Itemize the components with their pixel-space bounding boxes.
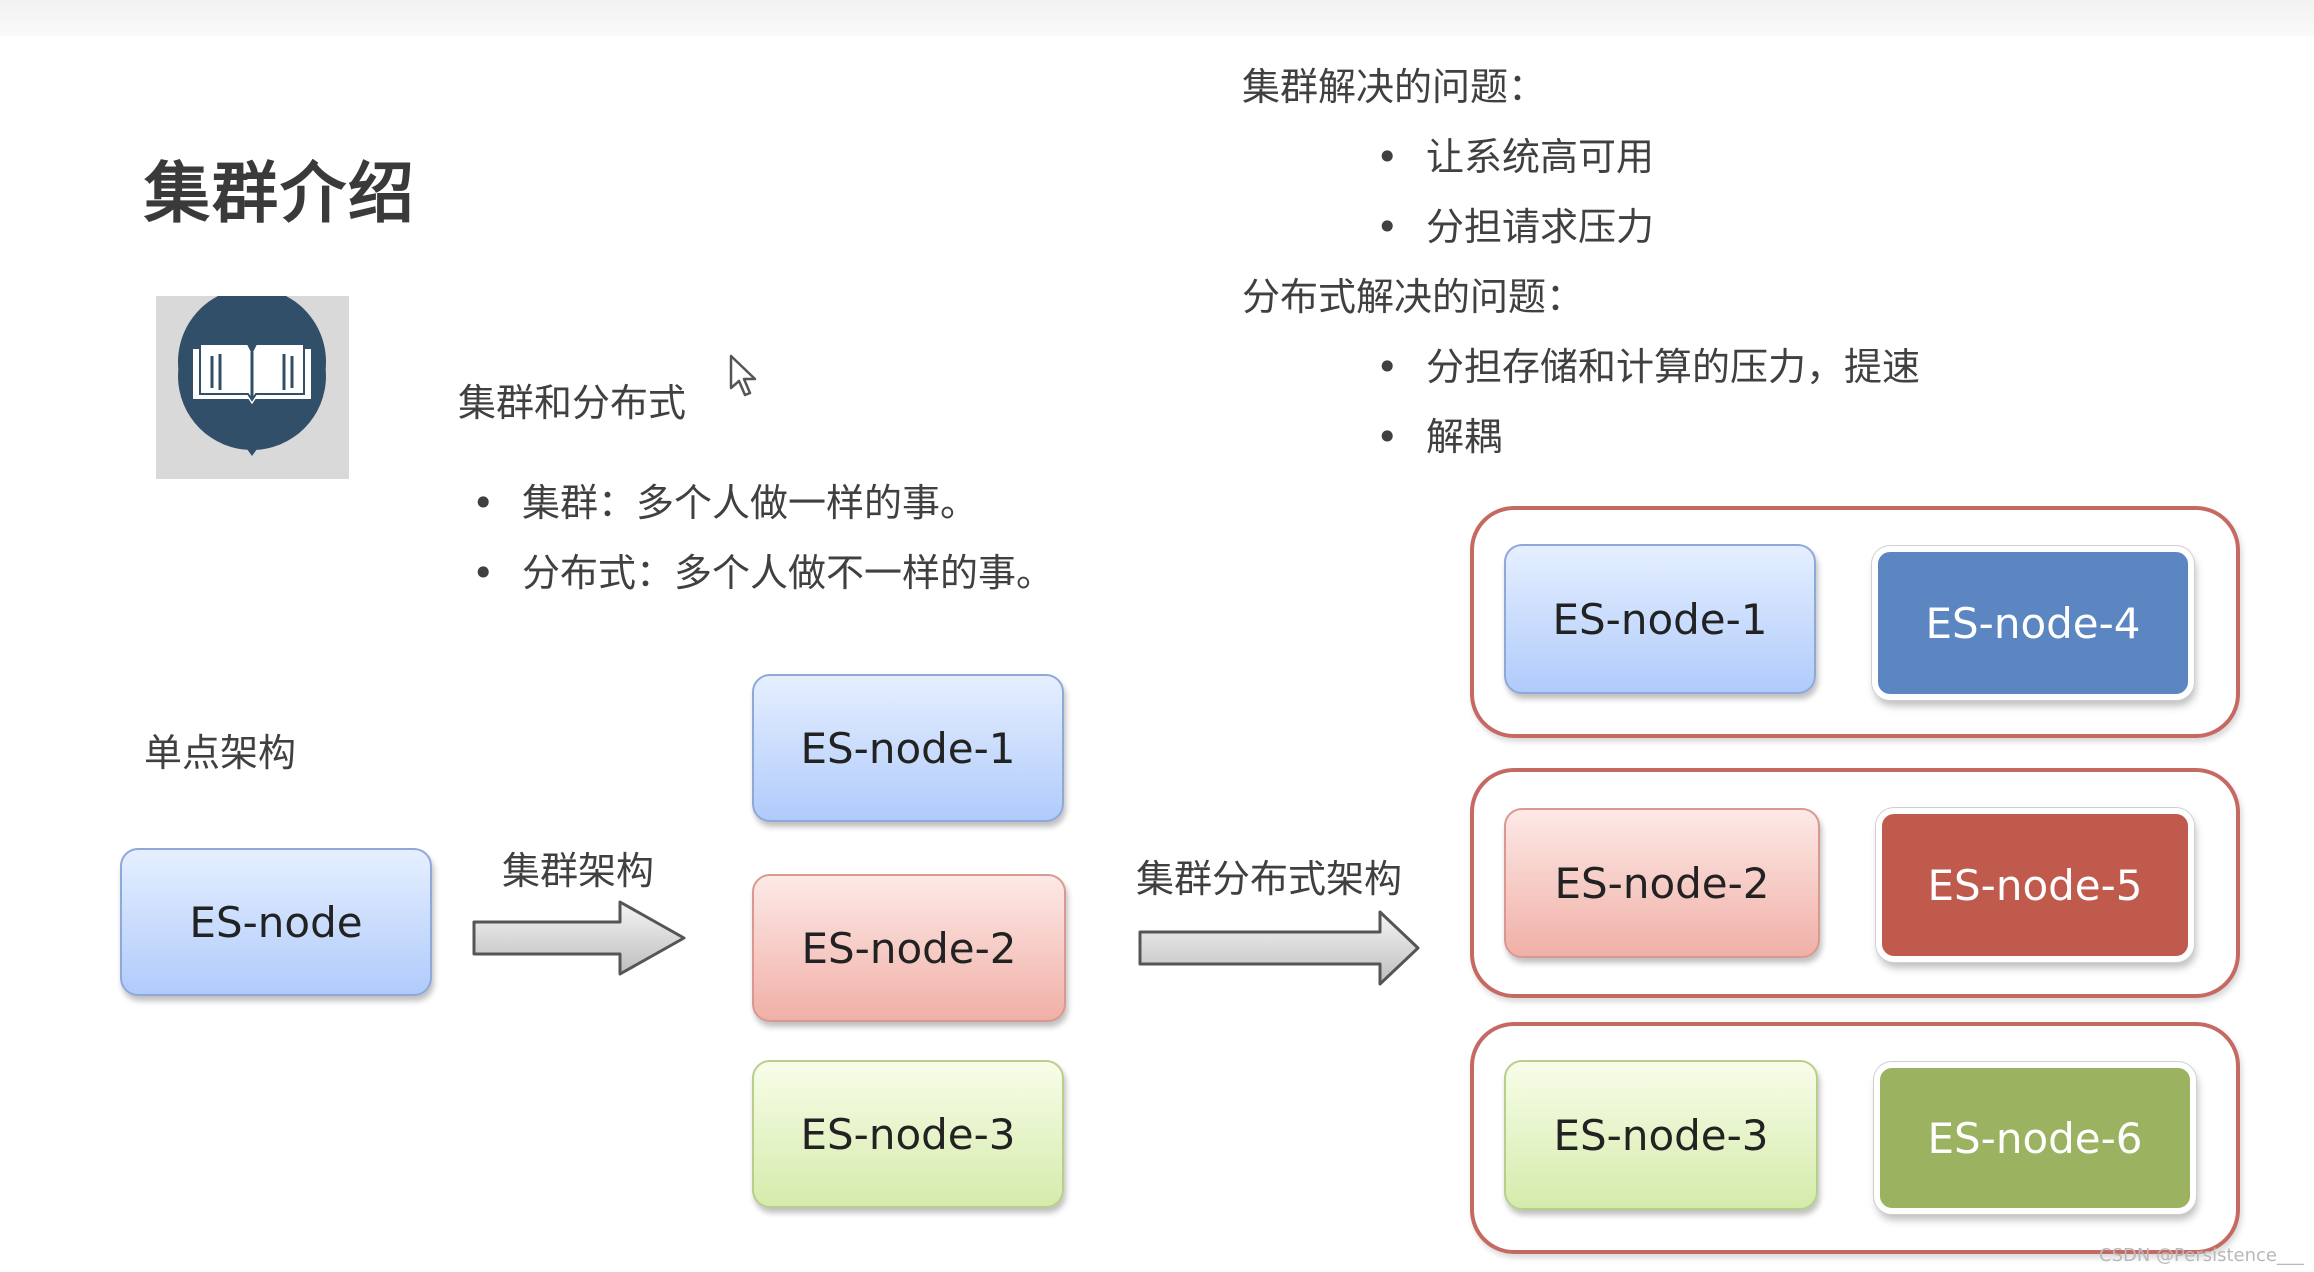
cluster-architecture-label: 集群架构 [502, 849, 655, 893]
distributed-problem-bullet: •解耦 [1376, 415, 1503, 459]
group-2-primary-node: ES-node-2 [1504, 808, 1820, 958]
single-node: ES-node [120, 848, 432, 996]
top-bar [0, 0, 2314, 36]
cluster-node-1: ES-node-1 [752, 674, 1064, 822]
mouse-cursor-icon [728, 354, 760, 404]
group-3-primary-node: ES-node-3 [1504, 1060, 1818, 1210]
group-1-secondary-node: ES-node-4 [1872, 546, 2194, 700]
distributed-problems-heading: 分布式解决的问题： [1242, 275, 1585, 319]
group-1-primary-node: ES-node-1 [1504, 544, 1816, 694]
cluster-problems-heading: 集群解决的问题： [1242, 65, 1547, 109]
cluster-node-3: ES-node-3 [752, 1060, 1064, 1208]
group-2-secondary-node: ES-node-5 [1876, 808, 2194, 962]
node-group-3 [1470, 1022, 2240, 1254]
intro-bullet: •集群：多个人做一样的事。 [472, 481, 979, 525]
distributed-architecture-label: 集群分布式架构 [1136, 857, 1403, 901]
watermark: CSDN @Persistence___ [2099, 1245, 2304, 1266]
page-title: 集群介绍 [144, 155, 416, 232]
cluster-problem-bullet: •分担请求压力 [1376, 205, 1655, 249]
node-group-2 [1470, 768, 2240, 998]
book-pin-icon [156, 287, 349, 479]
intro-heading: 集群和分布式 [458, 381, 687, 425]
group-3-secondary-node: ES-node-6 [1874, 1062, 2196, 1214]
intro-bullet: •分布式：多个人做不一样的事。 [472, 551, 1055, 595]
right-arrow-icon [1138, 910, 1420, 986]
distributed-problem-bullet: •分担存储和计算的压力，提速 [1376, 345, 1921, 389]
single-architecture-label: 单点架构 [144, 731, 297, 775]
right-arrow-icon [472, 900, 686, 976]
node-group-1 [1470, 506, 2240, 738]
cluster-problem-bullet: •让系统高可用 [1376, 135, 1655, 179]
cluster-node-2: ES-node-2 [752, 874, 1066, 1022]
